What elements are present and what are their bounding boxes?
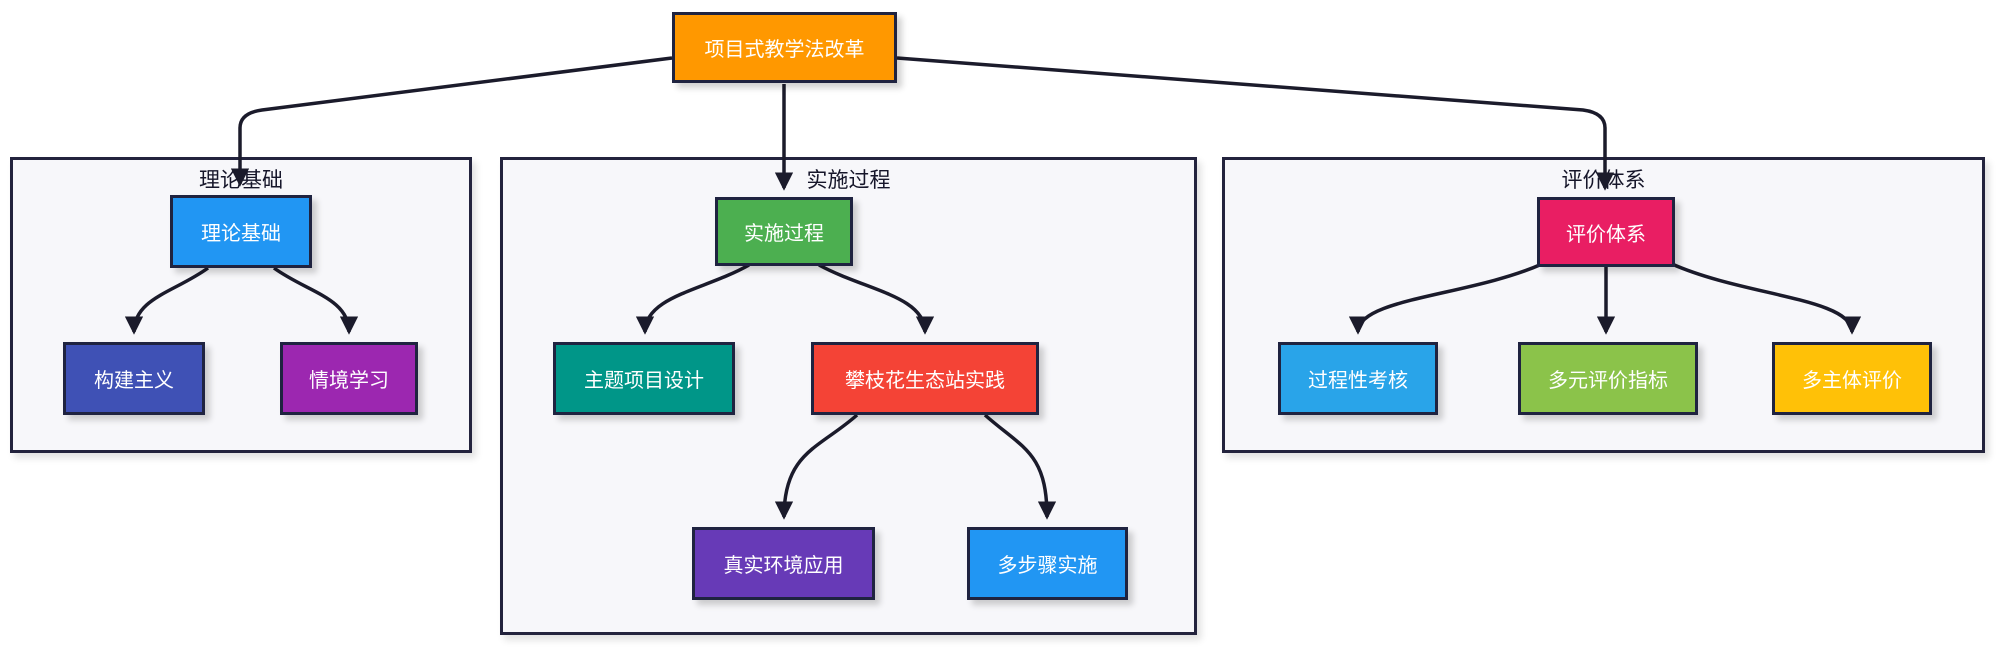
constructivism-node: 构建主义: [63, 342, 205, 415]
node-label: 项目式教学法改革: [704, 39, 865, 61]
node-label: 多步骤实施: [997, 555, 1098, 577]
node-label: 构建主义: [94, 370, 174, 392]
node-label: 真实环境应用: [723, 555, 844, 577]
group-title-implementation-process: 实施过程: [806, 169, 891, 192]
multi-dimension-indicator-node: 多元评价指标: [1518, 342, 1698, 415]
theory-foundation-node: 理论基础: [170, 195, 312, 268]
group-title-evaluation-system: 评价体系: [1561, 169, 1646, 192]
node-label: 情境学习: [309, 370, 389, 392]
node-label: 理论基础: [201, 223, 281, 245]
node-label: 实施过程: [744, 223, 824, 245]
node-label: 攀枝花生态站实践: [845, 370, 1005, 392]
process-assessment-node: 过程性考核: [1278, 342, 1438, 415]
evaluation-system-node: 评价体系: [1537, 197, 1675, 267]
panzhihua-eco-station-practice-node: 攀枝花生态站实践: [811, 342, 1039, 415]
node-label: 多主体评价: [1802, 370, 1902, 392]
implementation-process-node: 实施过程: [715, 197, 853, 266]
node-label: 主题项目设计: [584, 370, 704, 392]
multi-subject-evaluation-node: 多主体评价: [1772, 342, 1932, 415]
project-based-teaching-reform-node: 项目式教学法改革: [672, 12, 897, 83]
situated-learning-node: 情境学习: [280, 342, 418, 415]
multi-step-implementation-node: 多步骤实施: [967, 527, 1128, 600]
node-label: 过程性考核: [1308, 370, 1408, 392]
node-label: 多元评价指标: [1548, 370, 1668, 392]
node-label: 评价体系: [1566, 223, 1646, 246]
theme-project-design-node: 主题项目设计: [553, 342, 735, 415]
real-environment-application-node: 真实环境应用: [692, 527, 875, 600]
group-title-theory-foundation: 理论基础: [199, 169, 283, 192]
